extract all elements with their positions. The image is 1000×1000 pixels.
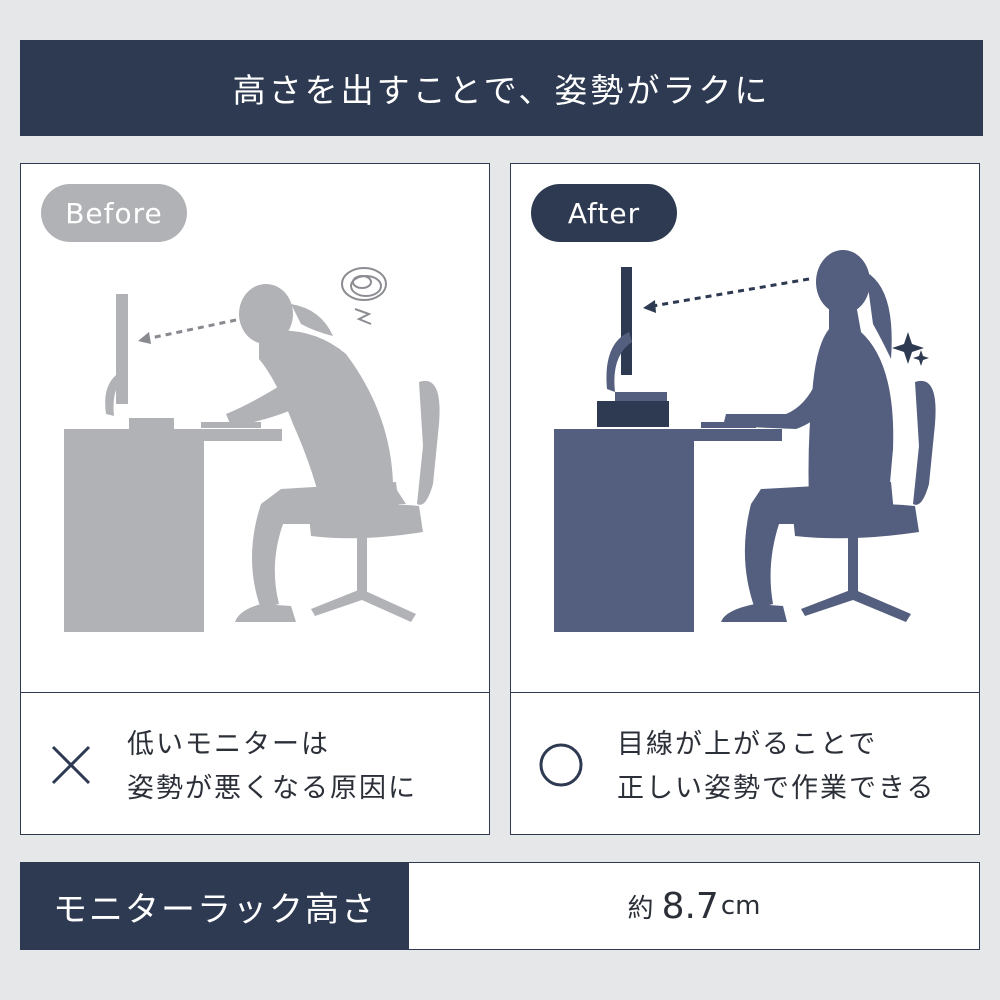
before-illustration: Before xyxy=(21,164,489,692)
monitor-icon xyxy=(621,267,632,375)
before-badge: Before xyxy=(41,184,187,242)
circle-icon xyxy=(539,743,583,787)
after-panel: After xyxy=(510,163,980,835)
chair-icon xyxy=(793,503,919,539)
sightline-icon xyxy=(145,318,237,341)
dizzy-scribble-icon xyxy=(341,267,387,325)
rack-height-spec: モニターラック高さ 約 8.7 cm xyxy=(20,862,980,950)
page-title-banner: 高さを出すことで、姿勢がラクに xyxy=(20,40,983,136)
monitor-icon xyxy=(116,294,128,404)
sightline-icon xyxy=(652,277,810,308)
desk-icon xyxy=(554,429,694,632)
spec-value-prefix: 約 xyxy=(627,893,654,924)
spec-label: モニターラック高さ xyxy=(21,863,409,949)
after-caption: 目線が上がることで 正しい姿勢で作業できる xyxy=(511,693,979,835)
spec-value-number: 8.7 xyxy=(661,885,719,927)
after-illustration: After xyxy=(511,164,979,692)
spec-value: 約 8.7 cm xyxy=(409,863,979,949)
spec-label-text: モニターラック高さ xyxy=(53,889,377,930)
slouching-person-illustration xyxy=(64,267,440,632)
after-caption-line2: 正しい姿勢で作業できる xyxy=(617,773,936,804)
before-panel: Before xyxy=(20,163,490,835)
after-badge-label: After xyxy=(567,196,641,230)
upright-person-illustration xyxy=(554,250,936,632)
cross-icon xyxy=(51,745,91,785)
sparkle-icon xyxy=(892,332,929,366)
after-caption-line1: 目線が上がることで xyxy=(617,729,878,760)
chair-icon xyxy=(309,503,423,539)
desk-icon xyxy=(64,429,204,632)
page-title: 高さを出すことで、姿勢がラクに xyxy=(232,71,771,110)
before-badge-label: Before xyxy=(65,196,163,230)
after-divider xyxy=(511,692,979,693)
before-caption-text: 低いモニターは 姿勢が悪くなる原因に xyxy=(127,723,417,811)
after-caption-text: 目線が上がることで 正しい姿勢で作業できる xyxy=(617,723,935,811)
after-badge: After xyxy=(531,184,677,242)
before-caption-line1: 低いモニターは xyxy=(127,729,330,760)
before-caption: 低いモニターは 姿勢が悪くなる原因に xyxy=(21,693,489,835)
before-divider xyxy=(21,692,489,693)
monitor-rack-icon xyxy=(597,401,669,427)
before-caption-line2: 姿勢が悪くなる原因に xyxy=(127,773,417,804)
spec-value-unit: cm xyxy=(720,891,761,921)
